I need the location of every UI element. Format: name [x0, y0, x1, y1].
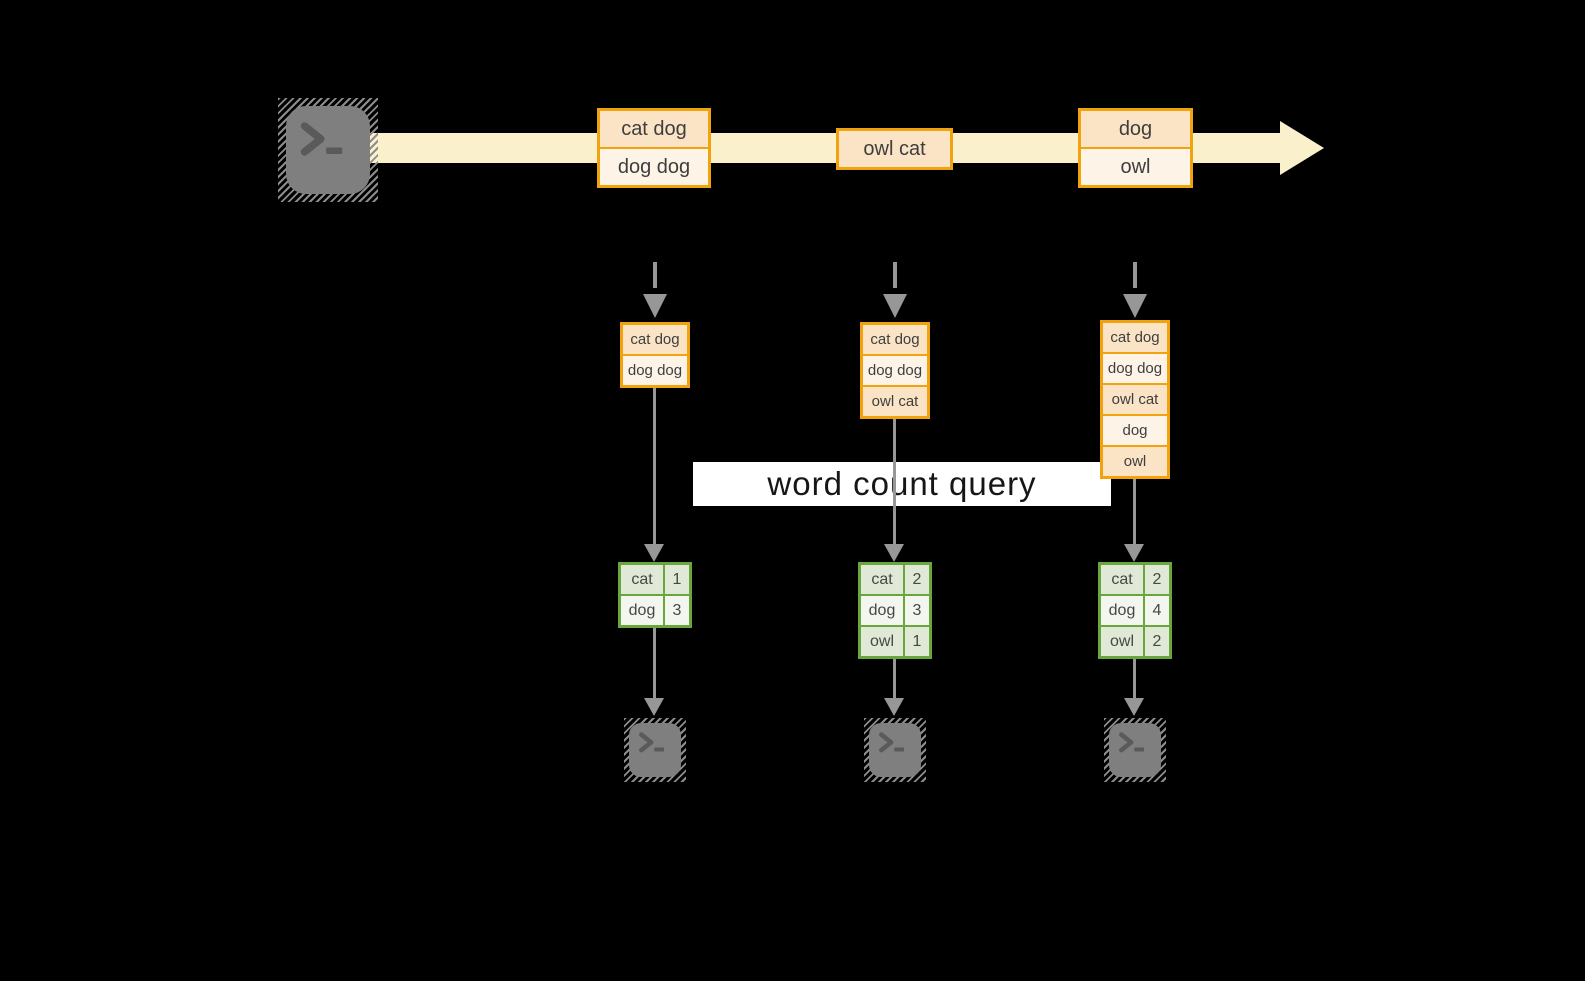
stream-batch-3: dog owl: [1078, 108, 1193, 188]
word-count-table-2: cat 2 dog 3 owl 1: [858, 562, 932, 659]
word-cell: owl: [861, 627, 905, 656]
dashed-arrow-line: [893, 262, 897, 288]
input-row: cat dog: [1103, 323, 1167, 352]
terminal-icon: [624, 718, 686, 782]
terminal-icon: [864, 718, 926, 782]
connector-arrowhead: [1124, 544, 1144, 562]
word-cell: dog: [1101, 596, 1145, 625]
count-row: dog 4: [1101, 596, 1169, 625]
connector-line: [653, 385, 656, 545]
word-cell: owl: [1101, 627, 1145, 656]
dashed-arrow-line: [1133, 262, 1137, 288]
count-row: dog 3: [621, 596, 689, 625]
word-cell: cat: [621, 565, 665, 594]
count-row: owl 1: [861, 627, 929, 656]
count-row: owl 2: [1101, 627, 1169, 656]
terminal-body: [1109, 723, 1161, 777]
connector-arrowhead: [1124, 698, 1144, 716]
count-cell: 1: [905, 627, 929, 656]
word-cell: dog: [621, 596, 665, 625]
input-row: owl: [1103, 447, 1167, 476]
batch-row: owl: [1081, 149, 1190, 185]
input-row: dog dog: [863, 356, 927, 385]
batch-row: owl cat: [839, 131, 950, 167]
connector-arrowhead: [884, 698, 904, 716]
batch-row: cat dog: [600, 111, 708, 147]
prompt-icon: [1119, 732, 1145, 753]
connector-arrowhead: [644, 544, 664, 562]
word-count-table-1: cat 1 dog 3: [618, 562, 692, 628]
dashed-arrow-line: [653, 262, 657, 288]
stream-batch-2: owl cat: [836, 128, 953, 170]
connector-line: [893, 416, 896, 545]
word-cell: dog: [861, 596, 905, 625]
input-row: dog dog: [623, 356, 687, 385]
dashed-arrowhead: [883, 294, 907, 318]
batch-row: dog dog: [600, 149, 708, 185]
stream-batch-1: cat dog dog dog: [597, 108, 711, 188]
input-table-3: cat dog dog dog owl cat dog owl: [1100, 320, 1170, 479]
count-cell: 1: [665, 565, 689, 594]
input-row: cat dog: [623, 325, 687, 354]
count-cell: 2: [1145, 565, 1169, 594]
count-cell: 3: [905, 596, 929, 625]
prompt-icon: [879, 732, 905, 753]
connector-arrowhead: [644, 698, 664, 716]
count-row: cat 2: [1101, 565, 1169, 594]
count-cell: 3: [665, 596, 689, 625]
prompt-icon: [639, 732, 665, 753]
prompt-icon: [300, 122, 343, 156]
connector-line: [1133, 659, 1136, 700]
count-row: cat 1: [621, 565, 689, 594]
count-cell: 4: [1145, 596, 1169, 625]
input-row: owl cat: [863, 387, 927, 416]
count-cell: 2: [905, 565, 929, 594]
connector-line: [1133, 478, 1136, 545]
count-cell: 2: [1145, 627, 1169, 656]
terminal-icon: [278, 98, 378, 202]
terminal-body: [286, 106, 370, 194]
connector-arrowhead: [884, 544, 904, 562]
input-row: dog dog: [1103, 354, 1167, 383]
connector-line: [653, 628, 656, 700]
word-count-table-3: cat 2 dog 4 owl 2: [1098, 562, 1172, 659]
input-row: dog: [1103, 416, 1167, 445]
count-row: dog 3: [861, 596, 929, 625]
batch-row: dog: [1081, 111, 1190, 147]
terminal-body: [629, 723, 681, 777]
input-table-2: cat dog dog dog owl cat: [860, 322, 930, 419]
dashed-arrowhead: [1123, 294, 1147, 318]
connector-line: [893, 659, 896, 700]
query-label: word count query: [767, 465, 1037, 502]
input-table-1: cat dog dog dog: [620, 322, 690, 388]
count-row: cat 2: [861, 565, 929, 594]
stream-arrowhead: [1280, 121, 1324, 175]
query-label-box: word count query: [693, 462, 1111, 506]
terminal-icon: [1104, 718, 1166, 782]
dashed-arrowhead: [643, 294, 667, 318]
input-row: cat dog: [863, 325, 927, 354]
word-cell: cat: [861, 565, 905, 594]
input-row: owl cat: [1103, 385, 1167, 414]
terminal-body: [869, 723, 921, 777]
word-cell: cat: [1101, 565, 1145, 594]
